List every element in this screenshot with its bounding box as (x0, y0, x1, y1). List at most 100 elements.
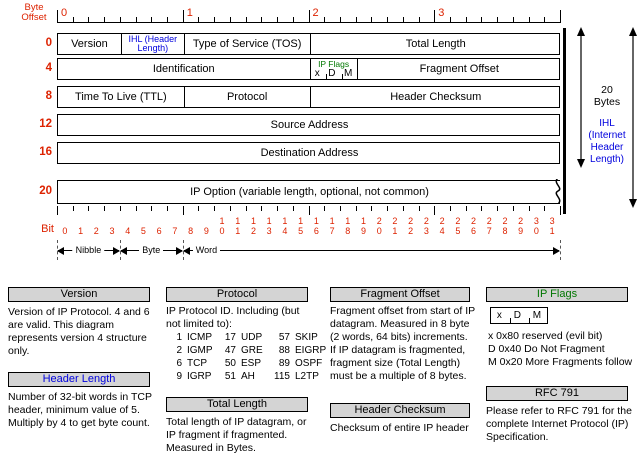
bit-ones: 2 (250, 226, 256, 236)
bit-ones: 7 (329, 226, 335, 236)
ruler-tick (182, 206, 184, 215)
flag-bit-x: x (314, 68, 320, 79)
bit-ones: 2 (93, 226, 99, 236)
ruler-tick (528, 17, 530, 22)
row-byte-offset: 8 (45, 90, 52, 102)
ruler-tick (387, 206, 389, 211)
scale-line (183, 250, 559, 251)
bit-tens: 1 (298, 216, 304, 226)
ruler-tick (560, 10, 561, 22)
row-byte-offset: 20 (39, 185, 52, 197)
ruler-tick (229, 206, 231, 211)
protocol-name: SKIP (295, 332, 318, 343)
ruler-tick (167, 17, 169, 22)
note-title-version: Version (8, 287, 150, 302)
bit-number-1: 1 (73, 216, 89, 236)
ruler-tick (261, 206, 263, 211)
ruler-tick (72, 17, 74, 22)
ruler-tick (182, 10, 184, 22)
ruler-tick (245, 206, 247, 211)
bit-number-6: 6 (151, 216, 167, 236)
bit-number-7: 7 (167, 216, 183, 236)
note-body-header-length: Number of 32-bit words in TCP header, mi… (8, 391, 152, 429)
bit-ones: 7 (172, 226, 178, 236)
ruler-tick (261, 17, 263, 22)
field-protocol-label: Protocol (226, 91, 268, 103)
flag-bit-M: M (344, 68, 353, 79)
field-header-checksum: Header Checksum (309, 87, 562, 107)
ruler-tick (308, 206, 310, 215)
field-ihl-line: IHL (Header (128, 33, 178, 44)
bit-ones: 5 (455, 226, 461, 236)
bit-tens: 1 (329, 216, 335, 226)
bit-number-8: 8 (183, 216, 199, 236)
ruler-tick (481, 206, 483, 211)
ruler-tick (88, 17, 90, 22)
note-body-fragment-offset: Fragment offset from start of IP datagra… (330, 305, 475, 382)
ruler-tick (449, 17, 451, 22)
row-byte-offset: 12 (39, 118, 52, 130)
top-byte-number: 0 (61, 7, 68, 19)
ihl-line-2: (Internet (588, 130, 626, 141)
ruler-tick (119, 17, 121, 22)
flag-bit-divider (326, 74, 328, 79)
bit-axis-label: Bit (41, 223, 54, 235)
bit-ones: 3 (266, 226, 272, 236)
bit-ones: 8 (345, 226, 351, 236)
note-title-ip-flags: IP Flags (486, 287, 628, 302)
ruler-tick (229, 17, 231, 22)
byte-offset-word-2: Offset (21, 12, 47, 23)
ruler-tick (402, 206, 404, 211)
byte-offset-word-1: Byte (24, 2, 44, 13)
ruler-tick (104, 17, 106, 22)
field-destination-address-label: Destination Address (260, 147, 359, 159)
bit-ones: 2 (408, 226, 414, 236)
top-byte-number: 2 (312, 7, 319, 19)
field-fragment-offset-label: Fragment Offset (419, 63, 499, 75)
ruler-tick (371, 17, 373, 22)
scale-label-nibble: Nibble (72, 244, 105, 257)
protocol-name: IGRP (187, 371, 212, 382)
ruler-tick (560, 206, 561, 215)
bit-tens: 1 (266, 216, 272, 226)
note-body-rfc-791: Please refer to RFC 791 for the complete… (486, 405, 632, 443)
protocol-number: 1 (176, 332, 182, 343)
top-byte-number: 3 (438, 7, 445, 19)
ruler-tick (214, 206, 216, 211)
protocol-name: ICMP (187, 332, 212, 343)
row-byte-offset: 0 (45, 37, 52, 49)
ruler-tick (512, 17, 514, 22)
ruler-tick (214, 17, 216, 22)
protocol-number: 47 (224, 345, 236, 356)
arrowhead-right (112, 247, 120, 255)
ruler-tick (497, 206, 499, 211)
flag-bit-D: D (328, 68, 336, 79)
field-destination-address: Destination Address (58, 143, 561, 163)
ruler-tick (528, 206, 530, 211)
arrowhead (629, 199, 637, 208)
protocol-name: UDP (241, 332, 263, 343)
field-version-label: Version (71, 38, 108, 50)
bit-ones: 4 (439, 226, 445, 236)
protocol-name: IGMP (187, 345, 213, 356)
bit-tens: 2 (455, 216, 461, 226)
flag-bit-x: x (496, 310, 502, 321)
arrowhead-right (553, 247, 560, 255)
ruler-tick (355, 17, 357, 22)
protocol-number: 6 (176, 358, 182, 369)
protocol-number: 50 (224, 358, 236, 369)
ruler-tick (544, 206, 546, 211)
